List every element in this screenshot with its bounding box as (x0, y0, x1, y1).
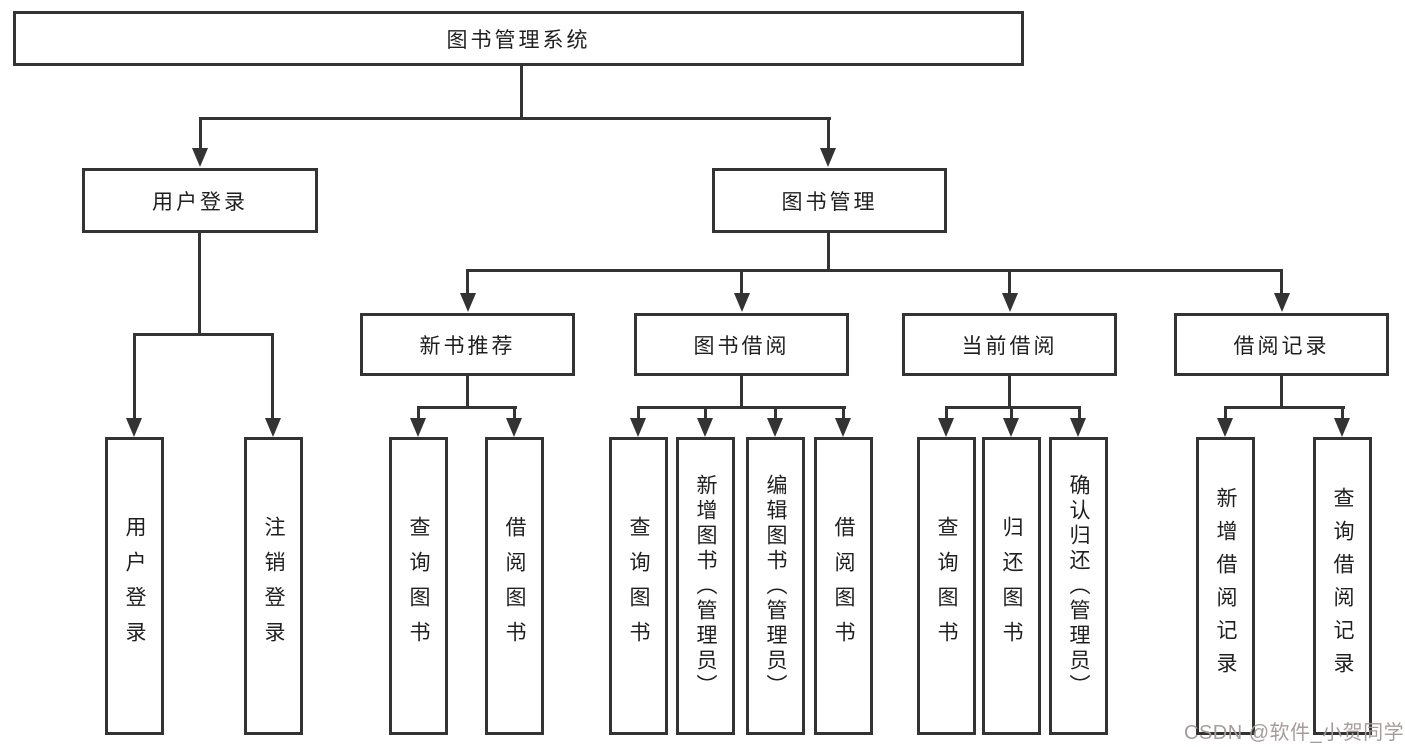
leaf-label: 归还图书 (1000, 516, 1023, 656)
connector-line (740, 376, 743, 409)
connector-line (513, 406, 516, 422)
leaf-query-book-current: 查询图书 (917, 437, 976, 735)
leaf-add-borrow-record: 新增借阅记录 (1196, 437, 1255, 735)
connector-line (774, 406, 777, 422)
connector-line (827, 117, 830, 152)
arrow-down-icon (835, 418, 851, 437)
connector-line (1010, 406, 1013, 422)
arrow-down-icon (767, 418, 783, 437)
leaf-label: 借阅图书 (832, 516, 855, 656)
leaf-label: 查询借阅记录 (1331, 487, 1354, 685)
leaf-label: 新增图书（管理员） (694, 473, 717, 699)
leaf-label: 新增借阅记录 (1214, 487, 1237, 685)
connector-line (199, 117, 202, 152)
connector-line (1280, 269, 1283, 297)
node-library-management-system: 图书管理系统 (13, 11, 1024, 66)
leaf-edit-book-admin: 编辑图书（管理员） (746, 437, 805, 735)
arrow-down-icon (1002, 293, 1018, 312)
leaf-label: 查询图书 (407, 516, 430, 656)
leaf-return-book: 归还图书 (982, 437, 1041, 735)
arrow-down-icon (734, 293, 750, 312)
connector-line (133, 333, 136, 422)
leaf-label: 确认归还（管理员） (1067, 473, 1090, 699)
arrow-down-icon (506, 418, 522, 437)
node-borrowing-records: 借阅记录 (1174, 313, 1389, 376)
leaf-borrow-book-newbook: 借阅图书 (485, 437, 544, 735)
leaf-query-borrow-record: 查询借阅记录 (1313, 437, 1372, 735)
connector-line (740, 269, 743, 297)
connector-line (1078, 406, 1081, 422)
leaf-label: 查询图书 (627, 516, 650, 656)
connector-line (842, 406, 845, 422)
leaf-add-book-admin: 新增图书（管理员） (676, 437, 735, 735)
connector-line (945, 406, 948, 422)
node-current-borrowing: 当前借阅 (902, 313, 1117, 376)
node-book-management: 图书管理 (712, 168, 947, 233)
leaf-confirm-return-admin: 确认归还（管理员） (1049, 437, 1108, 735)
connector-line (466, 376, 469, 409)
leaf-query-book-borrowing: 查询图书 (609, 437, 668, 735)
arrow-down-icon (460, 293, 476, 312)
arrow-down-icon (630, 418, 646, 437)
connector-line (133, 333, 274, 336)
leaf-logout: 注销登录 (244, 437, 303, 735)
leaf-user-login: 用户登录 (105, 437, 164, 735)
leaf-label: 查询图书 (935, 516, 958, 656)
arrow-down-icon (1334, 418, 1350, 437)
node-book-borrowing: 图书借阅 (634, 313, 849, 376)
connector-line (1008, 269, 1011, 297)
leaf-label: 用户登录 (123, 516, 146, 656)
arrow-down-icon (1217, 418, 1233, 437)
node-user-login: 用户登录 (82, 168, 318, 233)
arrow-down-icon (1070, 418, 1086, 437)
connector-line (417, 406, 420, 422)
connector-line (199, 117, 831, 120)
connector-line (1341, 406, 1344, 422)
arrow-down-icon (1274, 293, 1290, 312)
connector-line (1280, 376, 1283, 409)
leaf-label: 编辑图书（管理员） (764, 473, 787, 699)
connector-line (827, 233, 830, 272)
connector-line (520, 66, 523, 119)
leaf-label: 注销登录 (262, 516, 285, 656)
connector-line (1008, 376, 1011, 409)
connector-line (198, 233, 201, 336)
arrow-down-icon (697, 418, 713, 437)
connector-line (704, 406, 707, 422)
connector-line (1224, 406, 1345, 409)
leaf-label: 借阅图书 (503, 516, 526, 656)
arrow-down-icon (938, 418, 954, 437)
connector-line (945, 406, 1081, 409)
connector-line (637, 406, 640, 422)
connector-line (467, 269, 1283, 272)
arrow-down-icon (126, 418, 142, 437)
leaf-borrow-book-borrowing: 借阅图书 (814, 437, 873, 735)
arrow-down-icon (410, 418, 426, 437)
connector-line (466, 269, 469, 297)
arrow-down-icon (265, 418, 281, 437)
arrow-down-icon (192, 148, 208, 167)
connector-line (417, 406, 517, 409)
node-new-book-recommend: 新书推荐 (360, 313, 575, 376)
connector-line (637, 406, 846, 409)
leaf-query-book-newbook: 查询图书 (389, 437, 448, 735)
arrow-down-icon (820, 148, 836, 167)
connector-line (1224, 406, 1227, 422)
watermark: CSDN @软件_小贺同学 (1184, 722, 1405, 744)
connector-line (271, 333, 274, 422)
arrow-down-icon (1003, 418, 1019, 437)
